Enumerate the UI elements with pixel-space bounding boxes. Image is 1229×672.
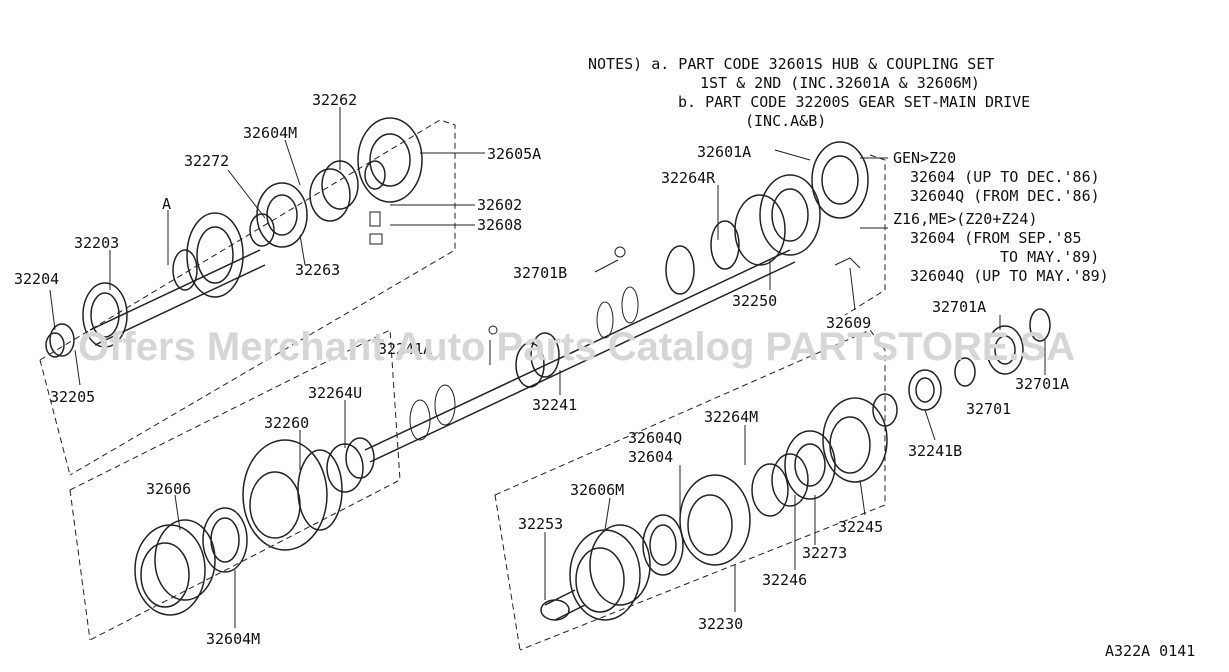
label-32604M-bottom: 32604M: [206, 630, 260, 648]
gear-5th: [822, 397, 888, 483]
needle-bearing-lower: [326, 437, 375, 493]
label-32204: 32204: [14, 270, 59, 288]
label-32246: 32246: [762, 571, 807, 589]
label-32272: 32272: [184, 152, 229, 170]
coupling-sleeve-lower-left: [134, 519, 216, 616]
label-A: A: [162, 195, 171, 213]
baulk-ring-lower-right: [642, 514, 684, 576]
group-outline-upper: [39, 119, 456, 476]
bearing-race: [784, 430, 836, 500]
label-32605A: 32605A: [487, 145, 541, 163]
gear-upper-right: [734, 141, 869, 266]
variant-line-1: GEN>Z20: [893, 149, 956, 167]
snap-ring: [954, 357, 976, 387]
group-outline-lower-right: [494, 329, 886, 651]
mainshaft: [364, 220, 796, 463]
notes-line-2: 1ST & 2ND (INC.32601A & 32606M): [700, 74, 980, 92]
notes-line-4: (INC.A&B): [745, 112, 826, 130]
label-32701A-right: 32701A: [1015, 375, 1069, 393]
label-32264U: 32264U: [308, 384, 362, 402]
synchro-ring-upper: [249, 182, 308, 248]
variant-block: GEN>Z20 32604 (UP TO DEC.'86) 32604Q (FR…: [893, 149, 1109, 285]
baulk-ring-lower-left: [202, 507, 248, 573]
label-32241: 32241: [532, 396, 577, 414]
label-32203: 32203: [74, 234, 119, 252]
gear-reverse: [679, 474, 751, 566]
label-32609: 32609: [826, 314, 871, 332]
watermark: Offers Merchant Auto Parts Catalog PARTS…: [78, 325, 1075, 369]
label-32205: 32205: [50, 388, 95, 406]
label-32250: 32250: [732, 292, 777, 310]
variant-line-2: 32604 (UP TO DEC.'86): [910, 168, 1100, 186]
label-32601A: 32601A: [697, 143, 751, 161]
figure-code: A322A 0141: [1105, 642, 1195, 660]
nut: [908, 369, 942, 411]
notes-line-3: b. PART CODE 32200S GEAR SET-MAIN DRIVE: [678, 93, 1030, 111]
thrust-washer: [872, 393, 898, 427]
label-32701A-top: 32701A: [932, 298, 986, 316]
variant-line-5: 32604 (FROM SEP.'85: [910, 229, 1082, 247]
label-32604: 32604: [628, 448, 673, 466]
label-32241B: 32241B: [908, 442, 962, 460]
notes-line-1: NOTES) a. PART CODE 32601S HUB & COUPLIN…: [588, 55, 994, 73]
notes-block: NOTES) a. PART CODE 32601S HUB & COUPLIN…: [588, 55, 1030, 130]
label-32602: 32602: [477, 196, 522, 214]
variant-line-6: TO MAY.'89): [1000, 248, 1099, 266]
key-piece: [834, 257, 861, 269]
label-32262: 32262: [312, 91, 357, 109]
label-32608: 32608: [477, 216, 522, 234]
variant-line-3: 32604Q (FROM DEC.'86): [910, 187, 1100, 205]
label-32264R: 32264R: [661, 169, 716, 187]
label-32604M-top: 32604M: [243, 124, 297, 142]
label-32245: 32245: [838, 518, 883, 536]
label-32260: 32260: [264, 414, 309, 432]
label-32241A: 32241A: [378, 340, 432, 358]
retainer: [986, 325, 1024, 375]
label-32606M: 32606M: [570, 481, 624, 499]
label-32264M: 32264M: [704, 408, 758, 426]
label-32273: 32273: [802, 544, 847, 562]
group-outline-lower-left: [69, 329, 401, 641]
clip: [1029, 308, 1051, 342]
input-shaft: [45, 212, 266, 358]
label-32230: 32230: [698, 615, 743, 633]
gear-2nd: [242, 439, 343, 551]
variant-line-4: Z16,ME>(Z20+Z24): [893, 210, 1038, 228]
label-32263: 32263: [295, 261, 340, 279]
leader-lines: [49, 107, 1046, 628]
variant-line-7: 32604Q (UP TO MAY.'89): [910, 267, 1109, 285]
label-32606: 32606: [146, 480, 191, 498]
label-32701: 32701: [966, 400, 1011, 418]
coupling-sleeve-lower-right: [569, 524, 651, 621]
spring-and-ball: [369, 211, 383, 245]
label-32701B: 32701B: [513, 264, 567, 282]
baulk-ring-upper: [309, 160, 359, 222]
needle-bearing-right: [751, 453, 809, 517]
group-outline-right: [844, 154, 886, 316]
label-32253: 32253: [518, 515, 563, 533]
label-32604Q: 32604Q: [628, 429, 682, 447]
part-labels: 32262 32604M 32605A 32272 32602 32608 32…: [14, 91, 1069, 648]
coupling-sleeve-upper: [357, 117, 423, 203]
